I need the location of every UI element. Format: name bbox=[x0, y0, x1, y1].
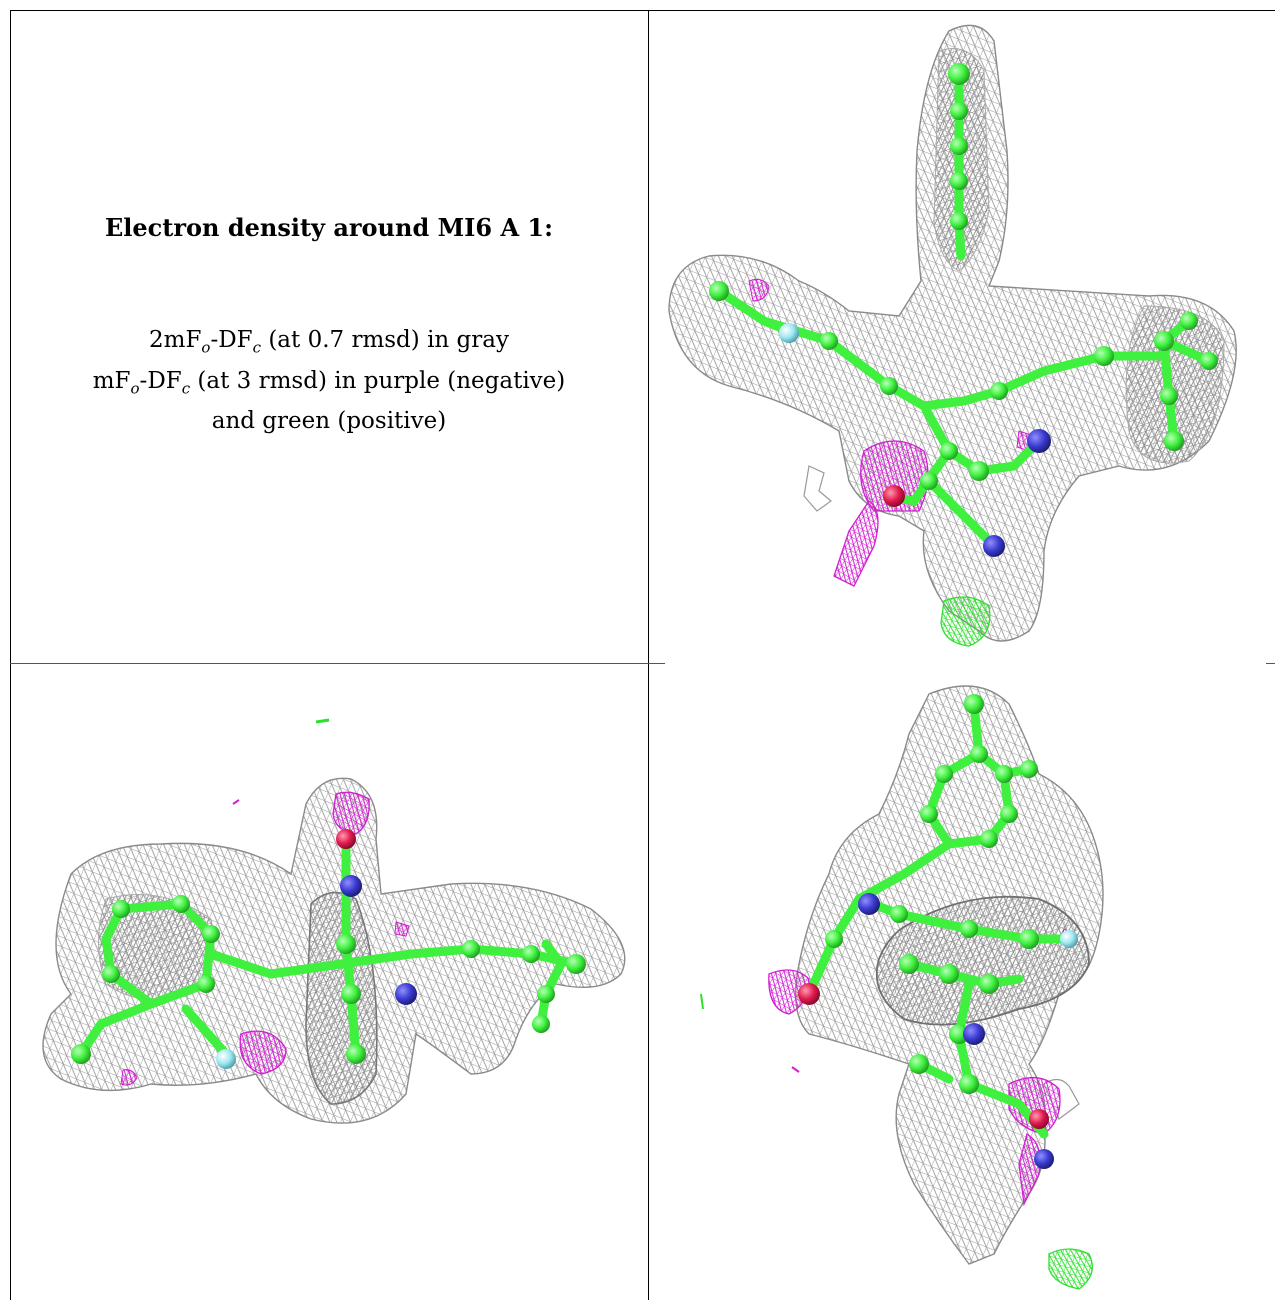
caption-cell: Electron density around MI6 A 1: 2mFo-DF… bbox=[10, 10, 648, 663]
density-view-bottom-left bbox=[11, 664, 648, 1300]
caption-legend: 2mFo-DFc (at 0.7 rmsd) in gray mFo-DFc (… bbox=[10, 324, 648, 438]
density-view-bottom-right bbox=[649, 664, 1275, 1300]
electron-density-view-2-icon bbox=[42, 718, 626, 1124]
caption-line-2mfo-dfc: 2mFo-DFc (at 0.7 rmsd) in gray bbox=[149, 327, 509, 357]
gray-density-mesh bbox=[668, 24, 1237, 642]
table-row-divider-right-tick bbox=[1266, 663, 1275, 664]
table-left-border bbox=[10, 10, 11, 663]
table-top-border bbox=[10, 10, 1275, 11]
table-left-border-lower bbox=[10, 663, 11, 1300]
negative-difference-density bbox=[120, 791, 410, 1086]
table-center-divider bbox=[648, 10, 649, 1300]
electron-density-view-3-icon bbox=[700, 685, 1104, 1290]
density-view-top-right bbox=[649, 11, 1275, 663]
caption-title: Electron density around MI6 A 1: bbox=[105, 213, 553, 242]
electron-density-view-1-icon bbox=[668, 24, 1237, 647]
caption-line-green-positive: and green (positive) bbox=[211, 408, 447, 435]
ligand-atoms bbox=[798, 694, 1078, 1169]
ligand-atoms bbox=[709, 63, 1218, 557]
ligand-atoms bbox=[71, 829, 586, 1069]
positive-difference-density bbox=[940, 596, 991, 647]
positive-difference-density bbox=[315, 718, 330, 724]
table-row-divider bbox=[10, 663, 665, 664]
positive-difference-density bbox=[700, 993, 1093, 1290]
caption-line-mfo-dfc: mFo-DFc (at 3 rmsd) in purple (negative) bbox=[92, 367, 566, 398]
